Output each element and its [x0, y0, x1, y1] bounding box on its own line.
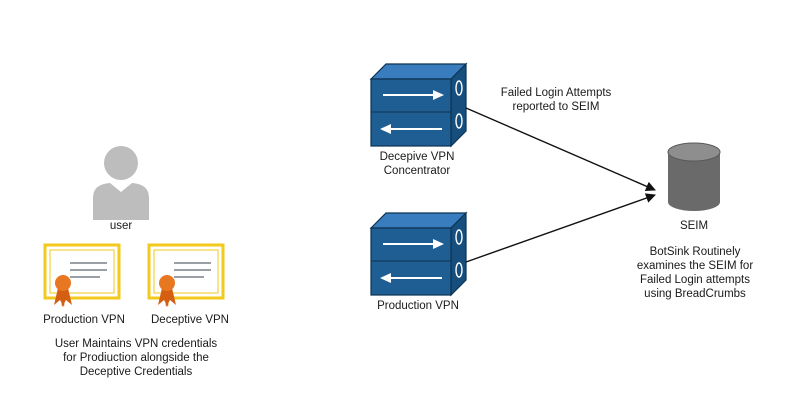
user-label: user: [109, 220, 133, 232]
deceptive-vpn-label: Decepive VPN Concentrator: [379, 151, 455, 177]
deceptive-vpn-credential-label: Deceptive VPN: [151, 314, 229, 326]
seim-database-icon: [667, 142, 721, 211]
user-icon: [93, 146, 149, 220]
failed-login-edge-label: Failed Login Attempts reported to SEIM: [500, 87, 612, 113]
arrow-production-to-seim: [465, 193, 656, 263]
deceptive-vpn-concentrator-icon: [369, 62, 468, 148]
arrow-deceptive-to-seim: [465, 107, 656, 192]
production-certificate-icon: [43, 243, 121, 307]
credentials-caption: User Maintains VPN credentials for Prodi…: [54, 338, 218, 378]
production-vpn-label: Production VPN: [377, 300, 459, 312]
deceptive-certificate-icon: [147, 243, 225, 307]
production-vpn-credential-label: Production VPN: [43, 314, 125, 326]
seim-label: SEIM: [679, 220, 709, 232]
production-vpn-icon: [369, 211, 468, 297]
botsink-note: BotSink Routinely examines the SEIM for …: [636, 246, 754, 300]
